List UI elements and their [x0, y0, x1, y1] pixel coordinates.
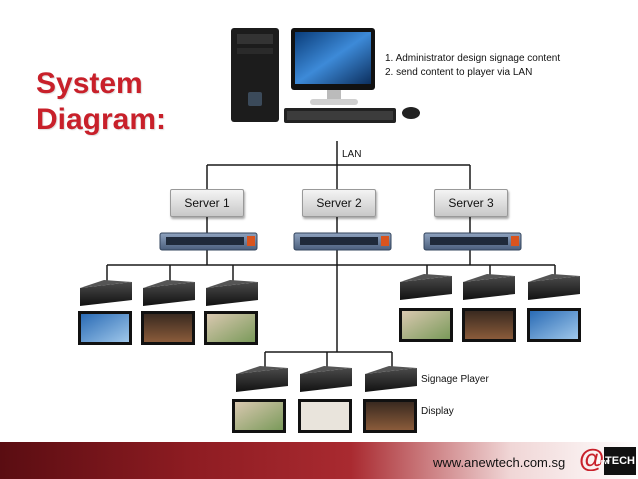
signage-player-icon	[80, 282, 132, 306]
network-switch-1	[159, 232, 258, 251]
legend-player-label: Signage Player	[421, 374, 489, 385]
signage-player-icon	[400, 276, 452, 300]
pc-drive-bay-2	[237, 48, 273, 54]
player-top	[80, 280, 132, 288]
display-screen	[301, 402, 349, 430]
player-group-left	[78, 280, 258, 345]
signage-player-icon	[528, 276, 580, 300]
server-2-label: Server 2	[302, 189, 376, 217]
monitor-screen	[295, 32, 371, 84]
player-top	[365, 366, 417, 374]
switch-accent-1	[247, 236, 255, 246]
note-step-1: 1. Administrator design signage content	[385, 53, 561, 64]
player-top	[400, 274, 452, 282]
player-top	[143, 280, 195, 288]
lan-lines	[106, 141, 556, 368]
network-switch-2	[293, 232, 392, 251]
legend-display-label: Display	[421, 406, 454, 417]
display-screen	[402, 311, 450, 339]
network-switch-3	[423, 232, 522, 251]
signage-player-icon	[143, 282, 195, 306]
footer-band	[0, 442, 638, 479]
player-group-bottom	[232, 366, 417, 433]
signage-player-icon	[463, 276, 515, 300]
display-screen	[465, 311, 513, 339]
title-line-2: Diagram:	[36, 103, 167, 136]
company-logo-at-icon: @	[579, 443, 604, 471]
title-line-1: System	[36, 67, 143, 100]
mouse	[402, 107, 420, 119]
player-top	[206, 280, 258, 288]
player-top	[236, 366, 288, 374]
switch-ports-1	[166, 237, 244, 245]
display-screen	[235, 402, 283, 430]
display-screen	[81, 314, 129, 342]
switch-accent-2	[381, 236, 389, 246]
switch-accent-3	[511, 236, 519, 246]
pc-drive-bay	[237, 34, 273, 44]
keyboard-keys	[287, 111, 393, 120]
signage-player-icon	[300, 368, 352, 392]
workstation-icon	[231, 28, 420, 123]
pc-logo-badge	[248, 92, 262, 106]
server-1-label: Server 1	[170, 189, 244, 217]
switch-ports-2	[300, 237, 378, 245]
server-3-label: Server 3	[434, 189, 508, 217]
signage-player-icon	[236, 368, 288, 392]
signage-player-icon	[206, 282, 258, 306]
player-top	[528, 274, 580, 282]
display-screen	[144, 314, 192, 342]
display-screen	[366, 402, 414, 430]
company-logo-new: new	[596, 459, 610, 466]
company-logo-tech: TECH	[604, 447, 636, 475]
monitor-stand	[310, 99, 358, 105]
footer-url: www.anewtech.com.sg	[433, 455, 566, 470]
player-top	[300, 366, 352, 374]
player-top	[463, 274, 515, 282]
slide-title: System Diagram:	[36, 66, 166, 138]
display-screen	[207, 314, 255, 342]
switch-ports-3	[430, 237, 508, 245]
signage-player-icon	[365, 368, 417, 392]
lan-label: LAN	[342, 149, 362, 160]
monitor-neck	[327, 90, 341, 100]
player-group-right	[399, 274, 581, 342]
note-step-2: 2. send content to player via LAN	[385, 67, 533, 78]
display-screen	[530, 311, 578, 339]
logo-at-glyph: @	[579, 443, 604, 471]
